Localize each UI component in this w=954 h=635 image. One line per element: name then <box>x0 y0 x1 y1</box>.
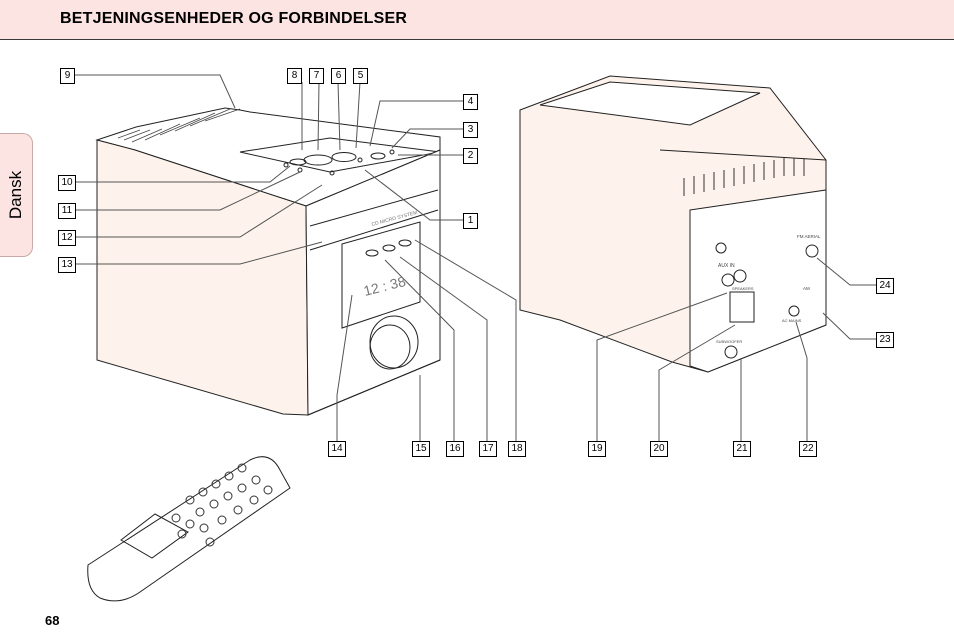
remote-control-drawing <box>87 456 291 602</box>
rear-unit-drawing <box>519 75 876 441</box>
callout-17: 17 <box>479 441 497 457</box>
rear-fm-aerial-label: FM AERIAL <box>797 234 821 239</box>
callout-12: 12 <box>58 230 76 246</box>
rear-aux-in-label: AUX IN <box>718 263 735 269</box>
callout-1: 1 <box>463 213 478 229</box>
page-number: 68 <box>45 613 60 628</box>
callout-8: 8 <box>287 68 302 84</box>
callout-2: 2 <box>463 148 478 164</box>
callout-11: 11 <box>58 203 76 219</box>
rear-subwoofer-label: SUBWOOFER <box>716 339 742 344</box>
callout-20: 20 <box>650 441 668 457</box>
callout-6: 6 <box>331 68 346 84</box>
callout-18: 18 <box>508 441 526 457</box>
header-band <box>0 0 954 40</box>
callout-3: 3 <box>463 122 478 138</box>
main-unit-drawing <box>74 74 517 441</box>
callout-14: 14 <box>328 441 346 457</box>
callout-10: 10 <box>58 175 76 191</box>
callout-15: 15 <box>412 441 430 457</box>
callout-19: 19 <box>588 441 606 457</box>
language-tab[interactable]: Dansk <box>0 133 33 257</box>
callout-4: 4 <box>463 94 478 110</box>
callout-5: 5 <box>353 68 368 84</box>
callout-21: 21 <box>733 441 751 457</box>
rear-speakers-label: SPEAKERS <box>732 286 754 291</box>
callout-7: 7 <box>309 68 324 84</box>
page-title: BETJENINGSENHEDER OG FORBINDELSER <box>60 10 408 27</box>
callout-22: 22 <box>799 441 817 457</box>
callout-24: 24 <box>876 278 894 294</box>
rear-am-label: AM <box>803 286 810 291</box>
callout-9: 9 <box>60 68 75 84</box>
callout-23: 23 <box>876 332 894 348</box>
callout-16: 16 <box>446 441 464 457</box>
callout-13: 13 <box>58 257 76 273</box>
rear-ac-label: AC MAINS <box>782 318 802 323</box>
